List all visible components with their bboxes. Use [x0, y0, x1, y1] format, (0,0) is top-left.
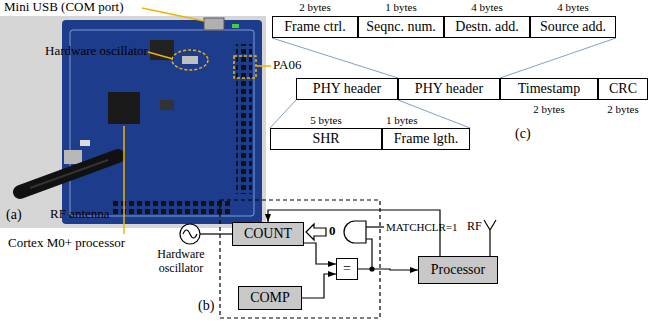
- register-box: COMP: [238, 286, 302, 310]
- node-text: Seqnc. num.: [366, 19, 436, 34]
- node-text: PHY header: [313, 81, 381, 96]
- node-text: Processor: [431, 262, 485, 277]
- callout-label: Cortex M0+ processor: [8, 236, 125, 251]
- frame-field: Frame ctrl.: [272, 16, 358, 38]
- processor-box: Processor: [418, 256, 498, 284]
- node-text: CRC: [609, 81, 637, 96]
- frame-expansion-lines: [270, 38, 616, 128]
- frame-field: Source add.: [530, 16, 616, 38]
- reset-value: 0: [329, 224, 336, 239]
- panel-letter: (b): [198, 298, 214, 314]
- byte-size: 1 bytes: [385, 1, 416, 14]
- byte-size: 4 bytes: [471, 1, 502, 14]
- node-text: =: [343, 261, 351, 276]
- connector: [358, 269, 418, 270]
- byte-size: 2 bytes: [533, 103, 564, 116]
- byte-size: 2 bytes: [607, 103, 638, 116]
- byte-size: 2 bytes: [299, 1, 330, 14]
- node-text: COMP: [250, 290, 290, 305]
- node-text: PHY header: [415, 81, 483, 96]
- node-text: Source add.: [540, 19, 606, 34]
- callout-label: Hardware oscillator: [45, 44, 148, 59]
- node-text: Frame lgth.: [394, 131, 459, 146]
- frame-field: Timestamp: [500, 78, 598, 100]
- byte-size: 4 bytes: [557, 1, 588, 14]
- panel-letter: (c): [515, 126, 531, 142]
- signal-name: RF: [467, 220, 482, 234]
- frame-field: PHY header: [296, 78, 398, 100]
- signal-name: MATCHCLR=1: [386, 221, 458, 234]
- callout-label: RF antenna: [50, 207, 110, 222]
- frame-field: Frame lgth.: [382, 128, 470, 150]
- node-text: COUNT: [244, 226, 292, 241]
- byte-size: 1 bytes: [386, 114, 417, 127]
- source-label: Hardware oscillator: [148, 248, 214, 276]
- byte-size: 5 bytes: [310, 114, 341, 127]
- node-text: SHR: [312, 131, 339, 146]
- register-box: COUNT: [232, 222, 304, 246]
- frame-field: SHR: [270, 128, 382, 150]
- node-text: Frame ctrl.: [284, 19, 345, 34]
- pin-name: PA06: [273, 58, 301, 73]
- node-text: Destn. add.: [455, 19, 518, 34]
- frame-field: Seqnc. num.: [358, 16, 444, 38]
- callout-label: Mini USB (COM port): [4, 0, 124, 15]
- comparator-box: =: [336, 258, 358, 280]
- frame-field: PHY header: [398, 78, 500, 100]
- board-photo: [0, 16, 266, 228]
- node-text: Timestamp: [518, 81, 581, 96]
- frame-field: Destn. add.: [444, 16, 530, 38]
- panel-letter: (a): [6, 207, 22, 223]
- frame-field: CRC: [598, 78, 648, 100]
- connector: [302, 274, 336, 298]
- connector: [304, 243, 336, 264]
